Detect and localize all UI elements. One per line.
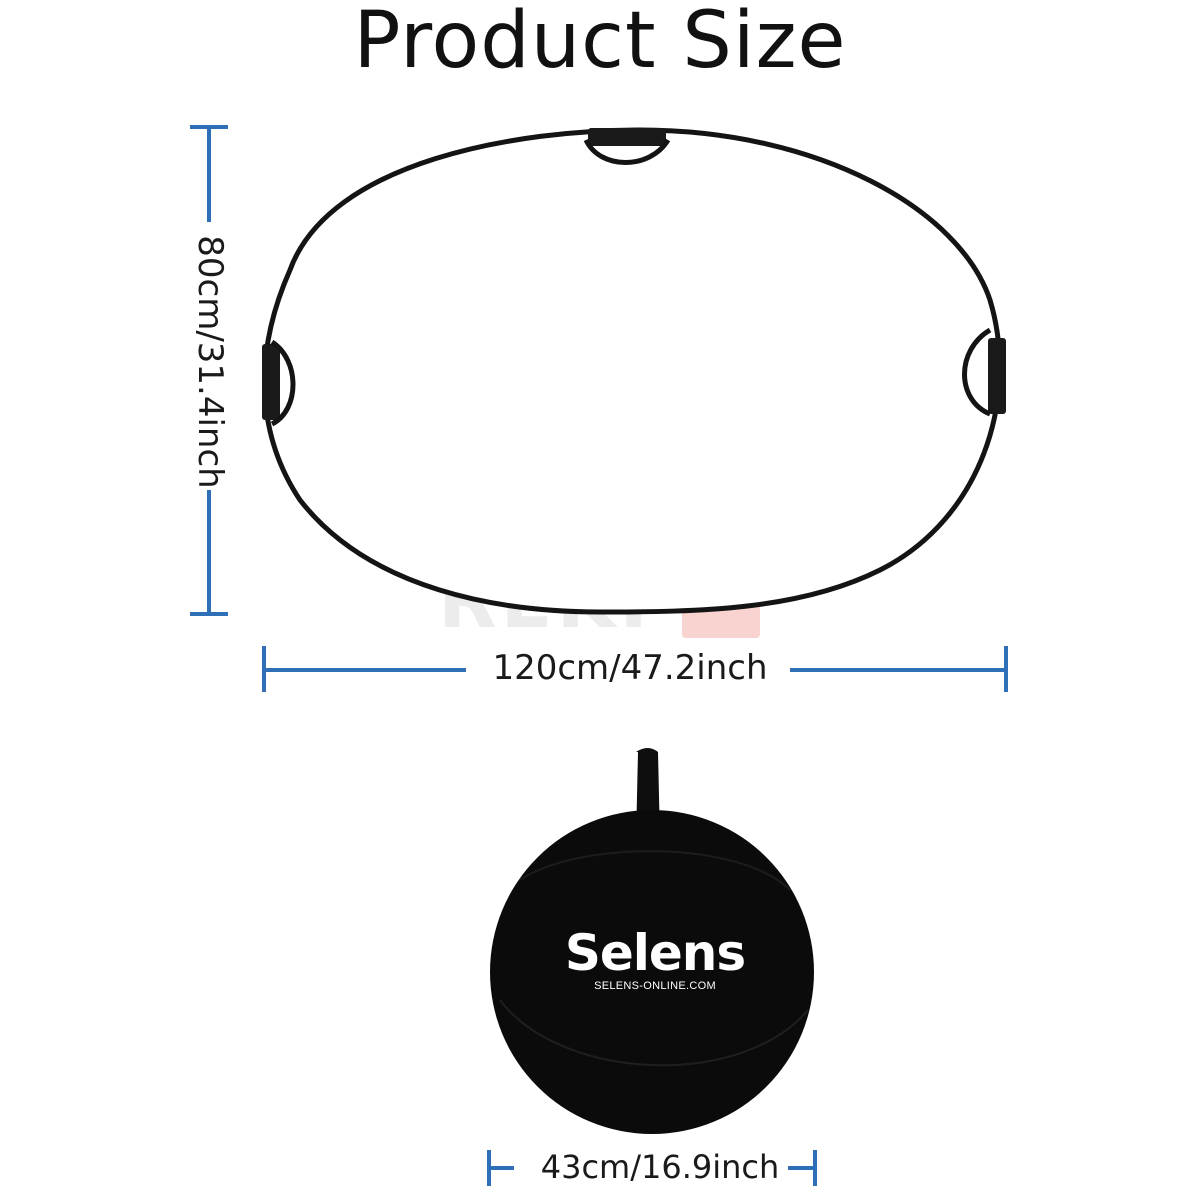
bag-dimension-line	[487, 1150, 817, 1186]
page-title: Product Size	[353, 0, 847, 86]
bag-brand-logo: Selens	[564, 924, 746, 982]
carry-bag	[490, 748, 814, 1134]
reflector-frame	[262, 127, 1003, 615]
width-dimension-line	[262, 646, 1008, 692]
bag-diameter-label: 43cm/16.9inch	[540, 1148, 780, 1186]
height-label: 80cm/31.4inch	[190, 235, 230, 489]
top-handle	[583, 128, 671, 165]
left-handle	[262, 339, 296, 427]
height-dimension-line	[190, 125, 228, 616]
width-label: 120cm/47.2inch	[492, 648, 768, 688]
bag-brand-url: SELENS-ONLINE.COM	[594, 980, 716, 992]
right-handle	[962, 327, 1006, 417]
